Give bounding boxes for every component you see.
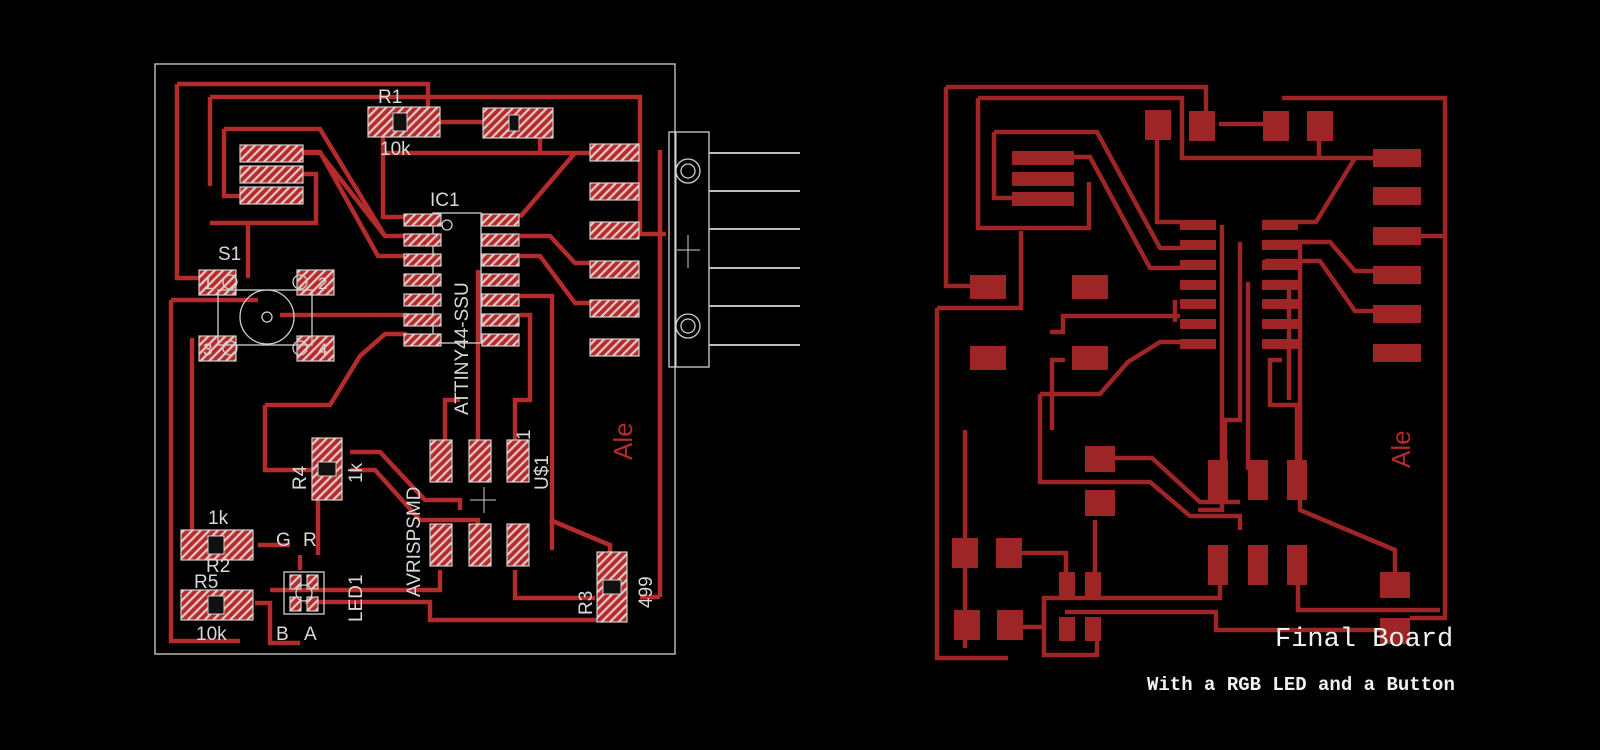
avrisp-label: AVRISPSMD [404,486,425,597]
pad [1263,111,1289,141]
r4-value: 1k [346,462,367,483]
avrisp-pads-copper [1208,460,1307,585]
r4-body [317,461,337,477]
s1-pin1: 1 [203,274,212,293]
ftdi-connector [668,131,800,368]
r5-label: R5 [194,572,218,593]
r5-value: 10k [196,624,227,645]
r1-label: R1 [378,87,402,108]
led-a-label: A [304,624,317,645]
r2-body [207,535,225,555]
header-pad [239,165,304,184]
signature-right: Ale [1386,430,1416,468]
ic1-part-label: ATTINY44-SSU [452,282,473,415]
r3-pad [1380,618,1410,644]
led-pad [1085,617,1101,641]
r3-label: R3 [576,591,597,615]
switch-pad [970,275,1006,299]
switch-pad [970,346,1006,370]
r5-body [207,595,225,615]
r5-pad [954,610,980,640]
pad [1145,110,1171,140]
led1-footprint [283,571,325,615]
header-pad [1012,192,1074,206]
r2-label: R2 [206,556,230,577]
r5-pad [997,610,1023,640]
led-b-label: B [276,624,289,645]
r4-pad [1085,490,1115,516]
header-pad [1012,151,1074,165]
switch-pad [1072,275,1108,299]
r3-pad [1380,572,1410,598]
ic1-footprint [403,212,520,347]
figure-subtitle: With a RGB LED and a Button [1147,674,1455,696]
s1-pin2: 2 [318,274,327,293]
header-pad [239,186,304,205]
r2-pad [996,538,1022,568]
led1-label: LED1 [346,574,367,622]
r4-pad [1085,446,1115,472]
s1-pin3: 3 [203,340,212,359]
layout-traces [168,81,666,646]
led-pad [1085,572,1101,596]
ic1-pads-copper [1180,220,1298,349]
r1-body [392,112,408,132]
pad [1189,111,1215,141]
r1-value: 10k [380,139,411,160]
led-r-label: R [303,530,317,551]
us1-label: U$1 [532,455,553,490]
traces-board: Ale [934,84,1448,661]
c1-body [508,114,520,132]
r4-label: R4 [290,465,311,490]
board-outline [154,63,676,655]
us1-pin-label: 1 [514,429,535,440]
s1-label: S1 [218,244,241,265]
r3-value: 499 [636,576,657,608]
ic1-label: IC1 [430,190,460,211]
header-pad [1012,172,1074,186]
figure-title: Final Board [1275,625,1454,655]
layout-board: R1 10k [154,63,800,655]
led-g-label: G [276,530,291,551]
s1-pin4: 4 [318,340,327,359]
signature-left: Ale [608,422,638,460]
ftdi-pads-copper [1373,149,1421,362]
switch-pad [1072,346,1108,370]
r2-pad [952,538,978,568]
led-pad [1059,617,1075,641]
r2-value: 1k [208,508,229,529]
header-pad [239,144,304,163]
pad [1307,111,1333,141]
led-pad [1059,572,1075,596]
r3-body [602,579,622,595]
switch-s1 [198,269,335,362]
avrisp-pads [429,439,530,567]
ftdi-pads [589,143,640,357]
